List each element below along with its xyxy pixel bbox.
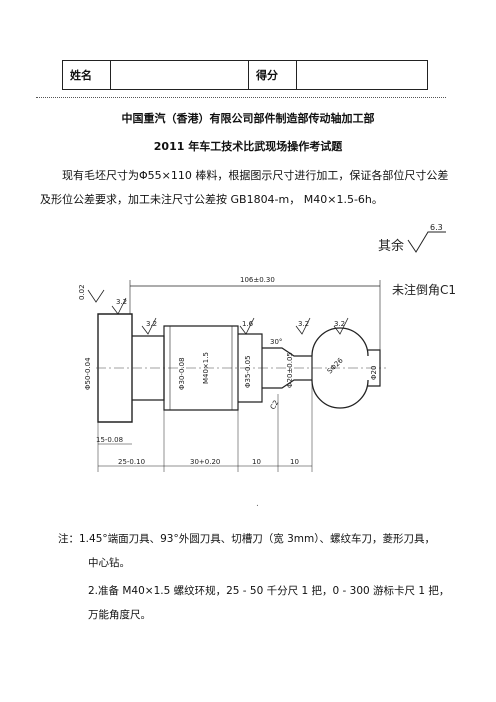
overall-length-dim: 106±0.30 — [240, 276, 275, 284]
flatness-icon — [87, 289, 105, 303]
intro-line-2: 及形位公差要求，加工未注尺寸公差按 GB1804-m， M40×1.5-6h。 — [40, 193, 383, 206]
flatness-value: 0.02 — [78, 284, 86, 300]
roughness-icon — [295, 317, 311, 335]
note-line-2: 2.准备 M40×1.5 螺纹环规，25 - 50 千分尺 1 把，0 - 30… — [88, 585, 450, 597]
remainder-roughness-value: 6.3 — [430, 223, 443, 232]
roughness-icon — [141, 317, 157, 335]
roughness-5: 3.2 — [334, 320, 345, 328]
chamfer-note: 未注倒角C1 — [392, 282, 456, 297]
roughness-2: 3.2 — [146, 320, 157, 328]
intro-paragraph: 现有毛坯尺寸为Φ55×110 棒料，根据图示尺寸进行加工，保证各部位尺寸公差 及… — [40, 164, 470, 212]
note-line-1: 注：1.45°端面刀具、93°外圆刀具、切槽刀（宽 3mm）、螺纹车刀，菱形刀具… — [58, 533, 435, 545]
document-subtitle: 2011 年车工技术比武现场操作考试题 — [153, 140, 343, 153]
score-field[interactable] — [296, 60, 428, 90]
length-30-dim: 30+0.20 — [190, 458, 220, 466]
dia-collar-dim: Φ35-0.05 — [244, 355, 252, 388]
name-field[interactable] — [110, 60, 249, 90]
score-table: 姓名 得分 — [62, 60, 428, 90]
roughness-1: 3.2 — [116, 298, 127, 306]
sphere-dim: SΦ26 — [326, 356, 345, 375]
name-label: 姓名 — [62, 60, 111, 90]
footer-mark: . — [256, 499, 259, 509]
length-25-dim: 25-0.10 — [118, 458, 145, 466]
shaft-head — [97, 313, 133, 423]
length-10a-dim: 10 — [252, 458, 261, 466]
small-chamfer-dim: C2 — [269, 399, 281, 411]
dia-groove-dim: Φ30-0.08 — [178, 357, 186, 390]
length-10b-dim: 10 — [290, 458, 299, 466]
note-line-2b: 万能角度尺。 — [88, 609, 151, 621]
roughness-3: 1.6 — [242, 320, 254, 328]
score-label: 得分 — [248, 60, 297, 90]
roughness-4: 3.2 — [298, 320, 309, 328]
length-15-dim: 15-0.08 — [96, 436, 123, 444]
document-title: 中国重汽（香港）有限公司部件制造部传动轴加工部 — [121, 112, 375, 125]
thread-dim: M40×1.5 — [202, 352, 210, 384]
note-line-1b: 中心钻。 — [88, 557, 130, 569]
intro-line-1: 现有毛坯尺寸为Φ55×110 棒料，根据图示尺寸进行加工，保证各部位尺寸公差 — [62, 169, 449, 182]
remainder-roughness-icon — [407, 231, 446, 253]
dia-neck-dim: Φ20±0.05 — [286, 352, 294, 388]
dia-head-dim: Φ50-0.04 — [84, 357, 92, 390]
dotted-separator — [36, 97, 446, 98]
shaft-drawing: 其余 6.3 未注倒角C1 106±0.30 0.02 3.2 3.2 1.6 … — [78, 223, 456, 472]
dia-end-dim: Φ20 — [370, 366, 378, 380]
angle-dim: 30° — [270, 338, 282, 346]
remainder-label: 其余 — [378, 238, 404, 254]
